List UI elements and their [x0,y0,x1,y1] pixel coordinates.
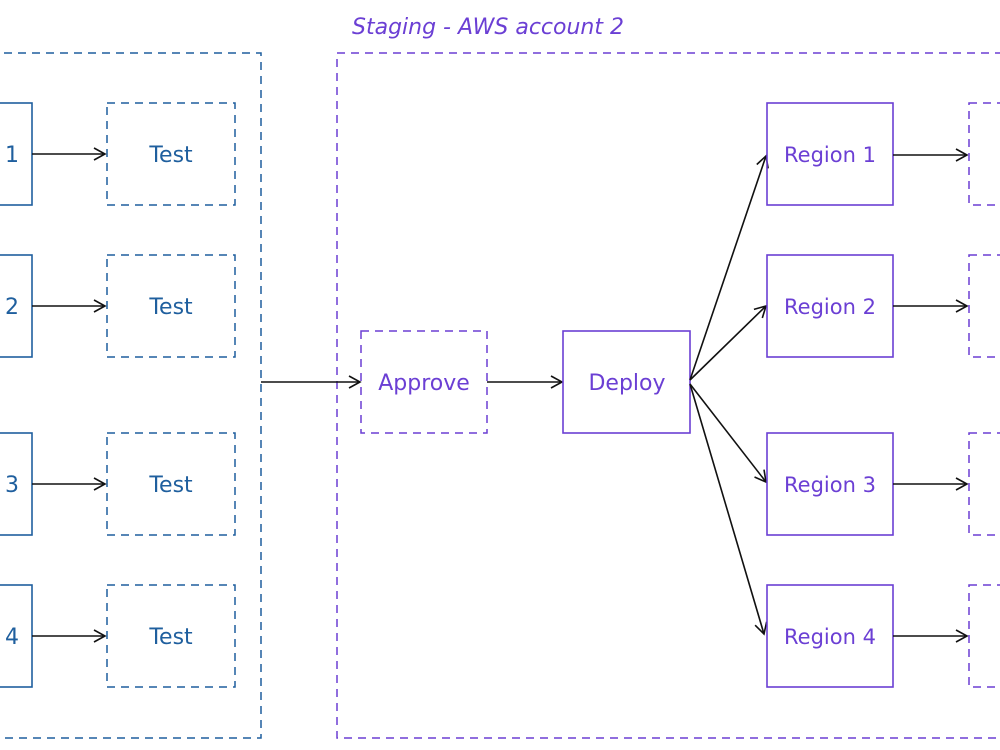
source-box-4: 4 [0,584,33,688]
deploy-box: Deploy [562,330,691,434]
deploy-label: Deploy [588,371,665,396]
test-label-4: Test [148,625,193,650]
region-box-4: Region 4 [766,584,894,688]
test-label-3: Test [148,473,193,498]
source-box-1: 1 [0,102,33,206]
test-box-3: Test [106,432,236,536]
source-label-2: 2 [5,295,19,320]
test-label-2: Test [148,295,193,320]
test-box-2: Test [106,254,236,358]
next-box-2 [968,254,1000,358]
source-box-2: 2 [0,254,33,358]
arrow-deploy-to-region-1 [689,154,769,381]
test-box-4: Test [106,584,236,688]
source-label-1: 1 [5,143,19,168]
next-box-3 [968,432,1000,536]
next-box-1 [968,102,1000,206]
region-label-3: Region 3 [784,473,876,497]
approve-label: Approve [378,371,470,396]
region-label-1: Region 1 [784,143,876,167]
staging-title: Staging - AWS account 2 [352,15,624,40]
test-box-1: Test [106,102,236,206]
test-label-1: Test [148,143,193,168]
region-label-4: Region 4 [784,625,876,649]
region-label-2: Region 2 [784,295,876,319]
next-box-4 [968,584,1000,688]
source-box-3: 3 [0,432,33,536]
region-box-2: Region 2 [766,254,894,358]
source-label-4: 4 [5,625,19,650]
region-box-1: Region 1 [766,102,894,206]
region-box-3: Region 3 [766,432,894,536]
source-label-3: 3 [5,473,19,498]
staging-group [336,52,1000,739]
approve-box: Approve [360,330,488,434]
arrow-deploy-to-region-3 [689,383,768,484]
arrow-deploy-to-region-4 [689,383,768,636]
arrow-deploy-to-region-2 [689,304,768,381]
